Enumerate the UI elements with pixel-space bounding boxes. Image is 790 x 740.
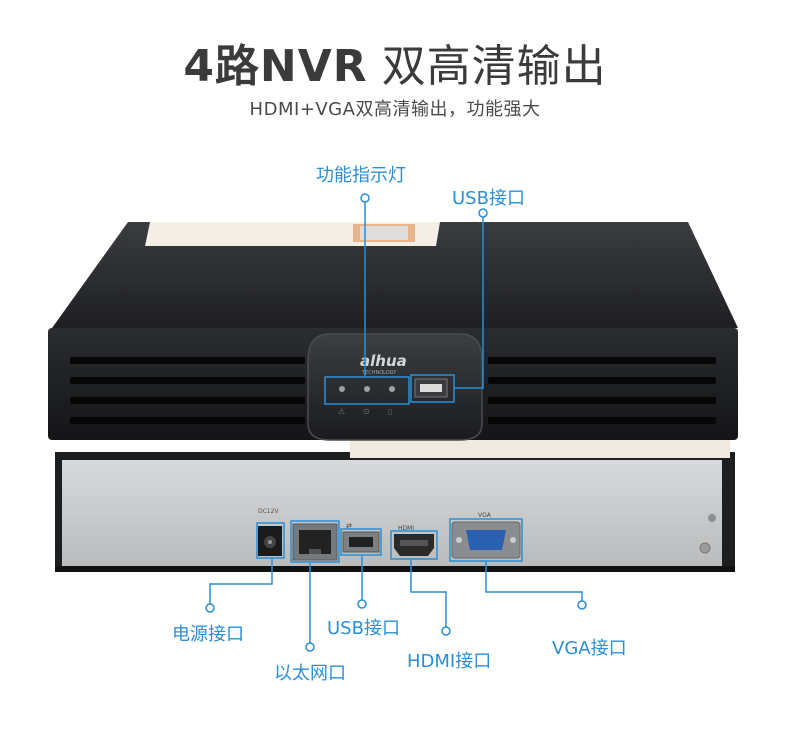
title-thin: 双高清输出 <box>381 41 607 92</box>
svg-text:HDMI: HDMI <box>398 525 414 532</box>
label-usb-rear: USB接口 <box>327 618 400 639</box>
ethernet-jack <box>292 523 338 561</box>
label-ethernet-port: 以太网口 <box>274 663 346 684</box>
label-hdmi-port: HDMI接口 <box>407 651 492 672</box>
svg-text:⊙: ⊙ <box>363 407 370 416</box>
title-bold: 4路NVR <box>183 41 368 92</box>
rear-unit <box>55 438 735 572</box>
svg-text:⚠: ⚠ <box>338 407 345 416</box>
svg-text:▯: ▯ <box>388 407 392 416</box>
label-vga-port: VGA接口 <box>552 638 627 659</box>
vga-jack: VGA <box>451 512 521 559</box>
label-indicator-lights: 功能指示灯 <box>316 165 406 186</box>
front-unit: ⚠ ⊙ ▯ <box>48 222 738 441</box>
page-subtitle: HDMI+VGA双高清输出，功能强大 <box>249 99 541 120</box>
callout-lines <box>209 202 583 643</box>
label-power-port: 电源接口 <box>172 624 244 645</box>
svg-text:VGA: VGA <box>478 512 492 519</box>
page-title: 4路NVR 双高清输出 <box>0 30 790 94</box>
brand-subtext: TECHNOLOGY <box>361 370 397 376</box>
callout-dots <box>205 193 587 652</box>
hdmi-jack: HDMI <box>394 525 434 556</box>
svg-text:DC12V: DC12V <box>258 508 279 515</box>
usb-rear-jack: ⇄ <box>342 522 380 553</box>
power-jack: DC12V <box>258 508 282 556</box>
brand-logo: alhua <box>360 352 407 370</box>
label-usb-front: USB接口 <box>452 188 525 209</box>
svg-text:⇄: ⇄ <box>346 522 352 530</box>
